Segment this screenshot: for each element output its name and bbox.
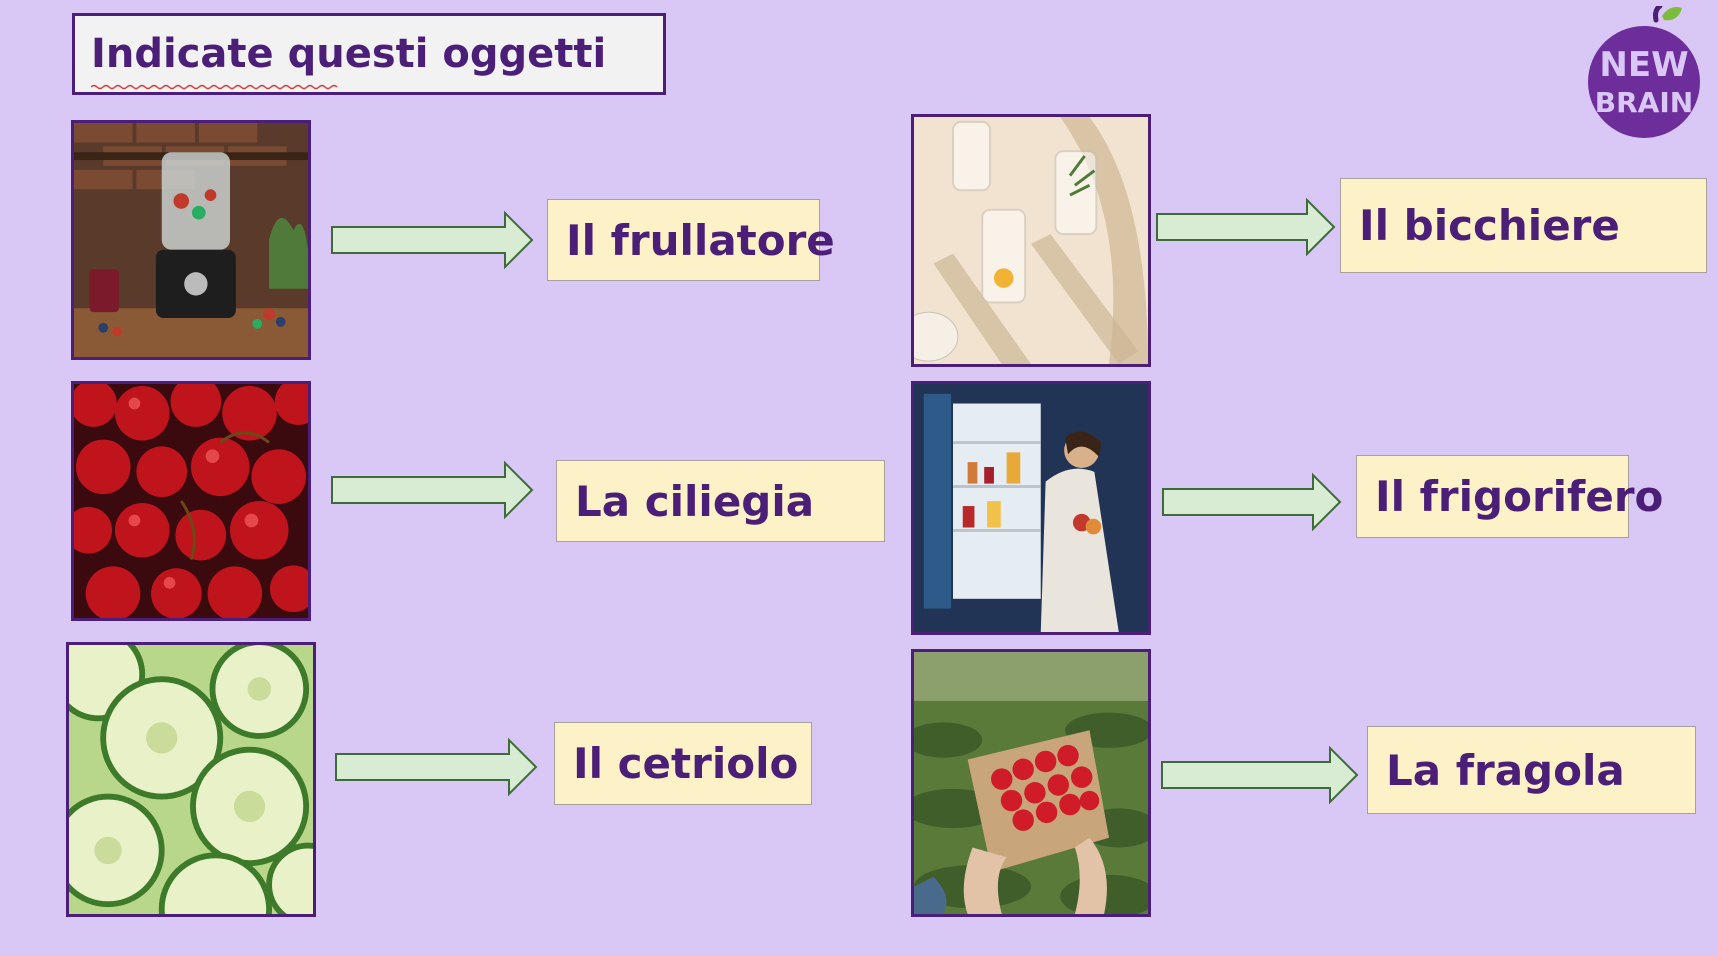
leaf-icon [1662,7,1682,21]
label-item-2: La ciliegia [556,460,885,542]
logo-text-brain: BRAIN [1595,86,1693,119]
label-text: Il frigorifero [1375,472,1664,521]
label-text: La fragola [1386,745,1625,795]
slide-title-box: Indicate questi oggetti [72,13,666,95]
newbrain-logo: NEW BRAIN [1588,6,1700,138]
arrow-right-icon [331,460,534,520]
label-item-4: Il bicchiere [1340,178,1707,273]
label-item-6: La fragola [1367,726,1696,814]
arrow-right-icon [1162,472,1342,532]
blender-photo [71,120,311,360]
cherries-photo [71,381,311,621]
arrow-right-icon [331,210,534,270]
strawberries-photo [911,649,1151,917]
logo-text-new: NEW [1599,45,1688,85]
label-text: La ciliegia [575,476,815,526]
arrow-right-icon [1156,197,1336,257]
label-text: Il cetriolo [573,739,799,788]
label-item-1: Il frullatore [547,199,835,281]
glasses-photo [911,114,1151,367]
label-text: Il bicchiere [1359,201,1620,250]
arrow-right-icon [335,737,538,797]
label-item-3: Il cetriolo [554,722,812,805]
spellcheck-underline [91,84,338,90]
arrow-right-icon [1161,745,1359,805]
fridge-photo [911,381,1151,635]
cucumber-photo [66,642,316,917]
slide-title: Indicate questi oggetti [91,31,607,77]
label-text: Il frullatore [566,215,835,265]
label-item-5: Il frigorifero [1356,455,1663,538]
